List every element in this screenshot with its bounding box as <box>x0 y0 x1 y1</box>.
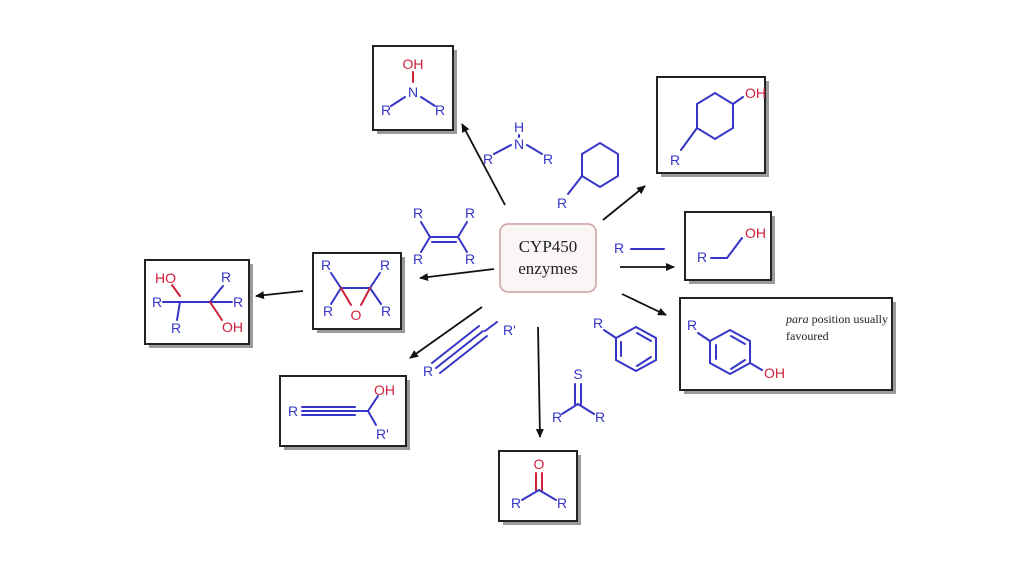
product-ketone: O R R <box>498 450 581 525</box>
product-propargyl-alcohol: R OH R' <box>279 375 410 450</box>
phenol-r-label: R <box>687 317 697 333</box>
substrate-benzene: R <box>593 315 657 373</box>
ketone-r1-label: R <box>511 495 521 511</box>
epoxide-o-label: O <box>351 307 362 323</box>
thioketone-r2-label: R <box>595 409 605 425</box>
alkyne-r-label: R <box>423 363 433 379</box>
phenol-oh-label: OH <box>764 365 785 381</box>
center-label-line1: CYP450 <box>519 237 578 256</box>
cyp450-center-node: CYP450 enzymes <box>499 223 597 293</box>
ketone-o-label: O <box>534 456 545 472</box>
product-cyclohexanol: OH R <box>656 76 769 177</box>
arrow-to-epoxide <box>419 268 495 282</box>
alkene-r1-label: R <box>413 205 423 221</box>
diol-r1-label: R <box>221 269 231 285</box>
hydroxylamine-r2-label: R <box>435 102 445 118</box>
amine-h-label: H <box>514 119 524 135</box>
cyclohexanol-r-label: R <box>670 152 680 168</box>
phenol-note-line1: para position usually <box>785 312 888 326</box>
substrate-alkene: R R R R <box>413 205 475 267</box>
alcohol-oh-label: OH <box>745 225 766 241</box>
product-epoxide: R R R R O <box>312 252 405 333</box>
alkene-r4-label: R <box>465 251 475 267</box>
epoxide-r3-label: R <box>323 303 333 319</box>
propargyl-r-label: R <box>288 403 298 419</box>
propargyl-oh-label: OH <box>374 382 395 398</box>
epoxide-r1-label: R <box>321 257 331 273</box>
amine-r2-label: R <box>543 151 553 167</box>
center-label-line2: enzymes <box>518 259 577 278</box>
substrate-secondary-amine: R H N R <box>483 119 553 167</box>
product-phenol: R OH para position usually favoured <box>679 297 896 394</box>
cyclohexanol-oh-label: OH <box>745 85 766 101</box>
amine-r1-label: R <box>483 151 493 167</box>
substrate-thioketone: S R R <box>552 366 605 425</box>
hydroxylamine-r1-label: R <box>381 102 391 118</box>
thioketone-r1-label: R <box>552 409 562 425</box>
thioketone-s-label: S <box>573 366 582 382</box>
arrow-to-phenol <box>621 293 667 316</box>
arrow-to-propargyl-alcohol <box>409 306 483 359</box>
diol-r2-label: R <box>152 294 162 310</box>
alcohol-r-label: R <box>697 249 707 265</box>
substrate-alkane: R <box>614 240 665 256</box>
hydroxylamine-n-label: N <box>408 84 418 100</box>
amine-n-label: N <box>514 136 524 152</box>
ketone-r2-label: R <box>557 495 567 511</box>
alkane-r-label: R <box>614 240 624 256</box>
cyclohexane-r-label: R <box>557 195 567 211</box>
alkene-r2-label: R <box>465 205 475 221</box>
product-primary-alcohol: R OH <box>684 211 775 284</box>
product-hydroxylamine: OH N R R <box>372 45 457 134</box>
diol-r3-label: R <box>233 294 243 310</box>
substrate-alkyne: R R' <box>423 321 516 379</box>
arrow-to-ketone <box>535 326 544 438</box>
epoxide-r2-label: R <box>380 257 390 273</box>
product-vicinal-diol: HO R R R R OH <box>144 259 253 348</box>
reaction-arrows <box>255 123 675 438</box>
arrow-to-hydroxylamine <box>461 123 506 206</box>
benzene-r-label: R <box>593 315 603 331</box>
arrow-to-cyclohexanol <box>602 185 646 221</box>
diol-oh-label: OH <box>222 319 243 335</box>
arrow-to-diol <box>255 290 304 300</box>
diol-ho-label: HO <box>155 270 176 286</box>
alkene-r3-label: R <box>413 251 423 267</box>
hydroxylamine-oh-label: OH <box>403 56 424 72</box>
substrate-cyclohexane: R <box>557 141 619 211</box>
alkyne-r2-label: R' <box>503 322 516 338</box>
propargyl-r2-label: R' <box>376 426 389 442</box>
epoxide-r4-label: R <box>381 303 391 319</box>
phenol-note-line2: favoured <box>786 329 829 343</box>
diol-r4-label: R <box>171 320 181 336</box>
